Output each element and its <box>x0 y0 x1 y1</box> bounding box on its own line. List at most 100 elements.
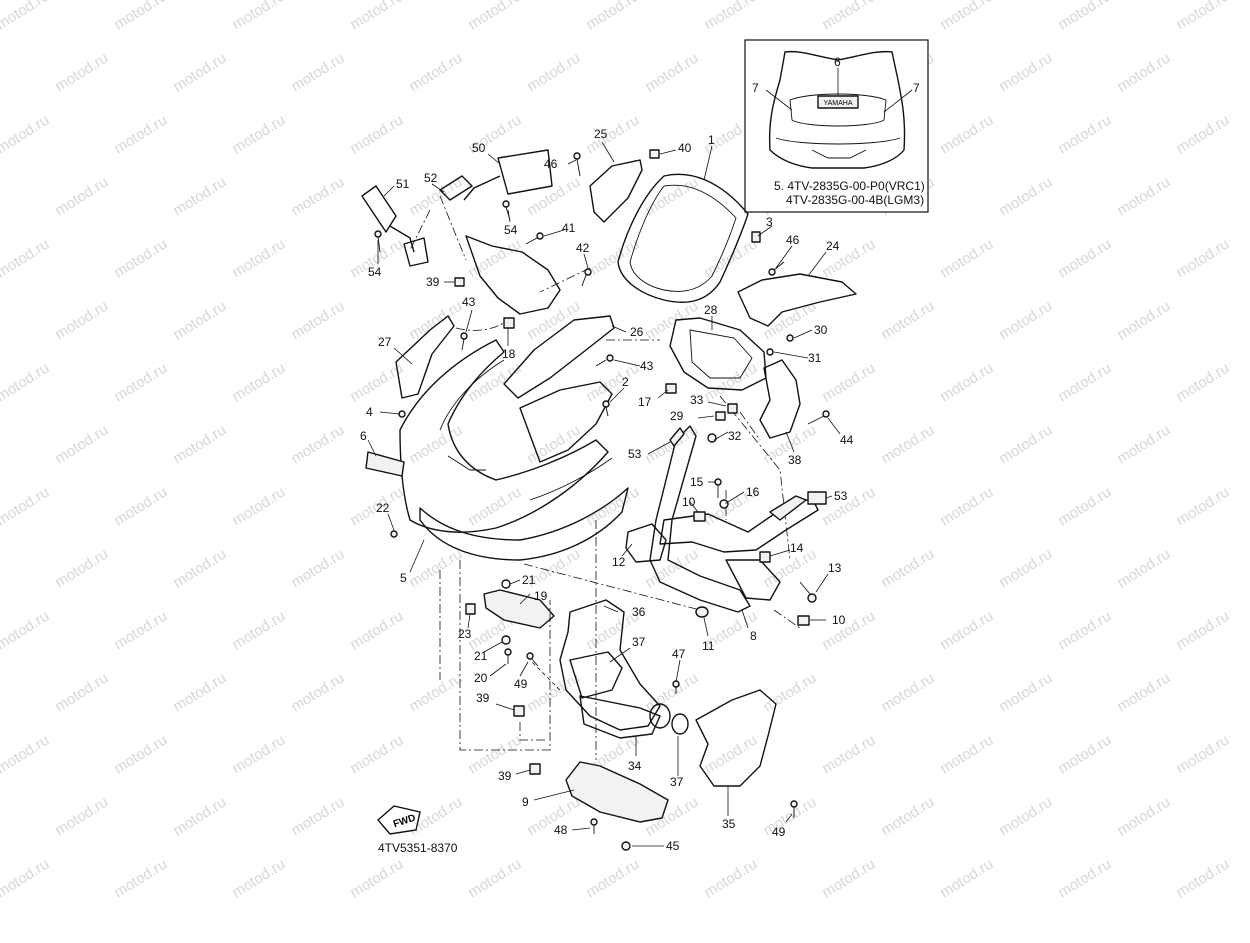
watermark-text: motod.ru <box>701 856 760 902</box>
inset-part-number-1: 5. 4TV-2835G-00-P0(VRC1) <box>774 179 925 193</box>
watermark-text: motod.ru <box>1055 236 1114 282</box>
watermark-text: motod.ru <box>1114 670 1173 716</box>
watermark-text: motod.ru <box>701 360 760 406</box>
callout-41: 41 <box>562 221 576 235</box>
arrow-icon <box>377 805 421 835</box>
bolt-49a <box>526 652 539 667</box>
watermark-text: motod.ru <box>1173 732 1232 778</box>
callout-34: 34 <box>628 759 642 773</box>
watermark-text: motod.ru <box>229 236 288 282</box>
callout-10b: 10 <box>832 613 846 627</box>
bolt-45 <box>621 841 631 851</box>
watermark-text: motod.ru <box>52 670 111 716</box>
dash-line <box>539 267 591 293</box>
callout-4: 4 <box>366 405 373 419</box>
cowling-vent <box>447 455 486 471</box>
watermark-text: motod.ru <box>111 360 170 406</box>
cowling-crease <box>439 359 505 431</box>
watermark-text: motod.ru <box>347 112 406 158</box>
watermark-text: motod.ru <box>111 856 170 902</box>
washer-32 <box>707 433 717 443</box>
callout-3: 3 <box>766 215 773 229</box>
watermark-text: motod.ru <box>1055 360 1114 406</box>
watermark-text: motod.ru <box>583 0 642 33</box>
callout-48: 48 <box>554 823 568 837</box>
watermark-text: motod.ru <box>288 422 347 468</box>
watermark-text: motod.ru <box>111 0 170 33</box>
watermark-text: motod.ru <box>1114 546 1173 592</box>
watermark-text: motod.ru <box>288 50 347 96</box>
emblem-6 <box>365 451 405 477</box>
watermark-text: motod.ru <box>170 422 229 468</box>
callouts: 1 2 3 4 5 6 8 9 10 10 11 12 13 14 15 16 … <box>360 127 854 853</box>
mirror-base <box>439 175 473 201</box>
nut-29 <box>715 411 726 421</box>
dash-line <box>719 395 791 561</box>
callout-50: 50 <box>472 141 486 155</box>
watermark-text: motod.ru <box>0 236 52 282</box>
cowling-lower-lip <box>419 487 629 561</box>
air-duct-36 <box>559 599 661 731</box>
callout-7-left: 7 <box>752 81 759 95</box>
watermark-text: motod.ru <box>937 0 996 33</box>
watermark-text: motod.ru <box>406 422 465 468</box>
callout-31: 31 <box>808 351 822 365</box>
inset-windscreen-panel <box>789 93 887 127</box>
callout-24: 24 <box>826 239 840 253</box>
bolt-43b <box>595 354 614 367</box>
watermark-text: motod.ru <box>878 670 937 716</box>
headlight-lens <box>689 329 753 379</box>
watermark-text: motod.ru <box>1173 608 1232 654</box>
bolt-48 <box>590 818 598 834</box>
callout-8: 8 <box>750 629 757 643</box>
callout-7-right: 7 <box>913 81 920 95</box>
watermark-text: motod.ru <box>0 608 52 654</box>
washer-21a <box>501 579 511 589</box>
watermark-text: motod.ru <box>229 732 288 778</box>
watermark-text: motod.ru <box>111 236 170 282</box>
watermark-text: motod.ru <box>524 50 583 96</box>
watermark-text: motod.ru <box>170 670 229 716</box>
watermark-text: motod.ru <box>288 298 347 344</box>
headlight-housing <box>669 317 767 391</box>
clip-3 <box>751 231 761 243</box>
screw-20 <box>504 648 512 664</box>
watermark-text: motod.ru <box>52 298 111 344</box>
watermark-text: motod.ru <box>0 360 52 406</box>
callout-21a: 21 <box>522 573 536 587</box>
watermark-text: motod.ru <box>1055 608 1114 654</box>
stay-frame-bracket-12 <box>625 523 667 563</box>
watermark-text: motod.ru <box>0 484 52 530</box>
bolt-41 <box>525 232 544 245</box>
callout-1: 1 <box>708 133 715 147</box>
duct-clamp <box>649 703 671 729</box>
watermark-text: motod.ru <box>465 0 524 33</box>
watermark-text: motod.ru <box>170 174 229 220</box>
callout-53b: 53 <box>834 489 848 503</box>
inset-headlight-slot <box>811 149 867 159</box>
under-cover-19 <box>483 589 555 629</box>
diagram-code: 4TV5351-8370 <box>378 841 458 855</box>
leader-lines <box>367 141 841 847</box>
watermark-text: motod.ru <box>0 732 52 778</box>
watermark-text: motod.ru <box>1055 0 1114 33</box>
watermark-text: motod.ru <box>996 298 1055 344</box>
callout-11: 11 <box>702 639 715 653</box>
watermark-text: motod.ru <box>347 608 406 654</box>
callout-40: 40 <box>678 141 692 155</box>
collar-11 <box>695 606 709 618</box>
forward-direction-badge: FWD <box>377 805 421 835</box>
watermark-text: motod.ru <box>0 0 52 33</box>
watermark-text: motod.ru <box>229 360 288 406</box>
mirror-right <box>439 149 553 201</box>
watermark-text: motod.ru <box>937 856 996 902</box>
washer-16 <box>719 499 729 509</box>
callout-29: 29 <box>670 409 684 423</box>
watermark-text: motod.ru <box>288 670 347 716</box>
watermark-text: motod.ru <box>878 794 937 840</box>
watermark-text: motod.ru <box>52 794 111 840</box>
callout-47: 47 <box>672 647 686 661</box>
alignment-lines <box>409 195 801 760</box>
